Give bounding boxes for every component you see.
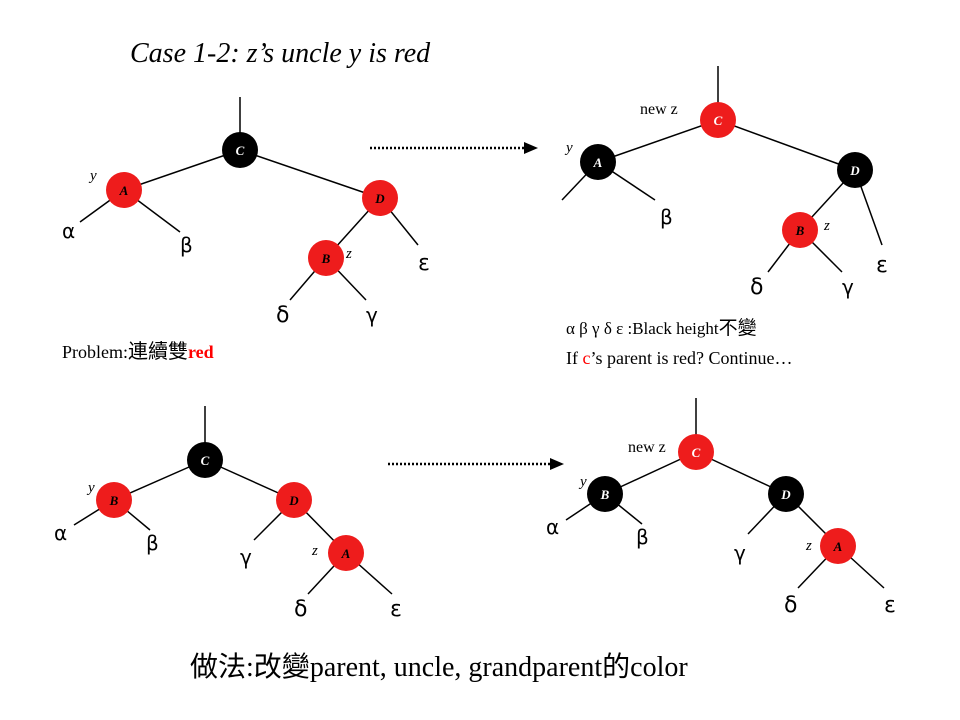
label-y-3: y: [86, 480, 95, 496]
slide-title: Case 1-2: z’s uncle y is red: [130, 38, 431, 69]
label-y-4: y: [578, 474, 587, 490]
continue-c: c: [583, 348, 591, 368]
node-b-red-3: [96, 482, 132, 518]
continue-note: If c’s parent is red? Continue…: [566, 348, 792, 368]
node-a-label-4: A: [833, 539, 843, 554]
note-chinese: 不變: [719, 317, 757, 339]
label-delta-3: δ: [294, 597, 307, 622]
problem-red-word: red: [188, 342, 214, 362]
node-a-red-4: [820, 528, 856, 564]
label-y-2: y: [564, 140, 573, 156]
node-c-label-4: C: [692, 445, 701, 460]
footer-chinese-prefix: 做法: [190, 651, 246, 683]
note-symbols: α β γ δ ε: [566, 319, 623, 338]
label-z-3: z: [311, 543, 318, 559]
node-d-label-4: D: [780, 487, 791, 502]
label-delta: δ: [276, 303, 289, 328]
node-a-black: [580, 144, 616, 180]
node-a-label-3: A: [341, 546, 351, 561]
node-c-black-3: [187, 442, 223, 478]
continue-suffix: ’s parent is red? Continue…: [591, 348, 793, 368]
footer-color-word: color: [630, 652, 688, 683]
label-beta: β: [180, 233, 193, 257]
node-c-black: [222, 132, 258, 168]
label-beta-3: β: [146, 531, 159, 555]
node-c-label-3: C: [201, 453, 210, 468]
node-b-red: [308, 240, 344, 276]
node-c-red-4: [678, 434, 714, 470]
node-b-black-4: [587, 476, 623, 512]
label-beta-2: β: [660, 205, 673, 229]
label-epsilon-3: ε: [390, 597, 402, 622]
label-epsilon: ε: [418, 251, 430, 276]
black-height-note: α β γ δ ε :Black height不變: [566, 317, 757, 339]
arrow-top-head: [524, 142, 538, 154]
label-delta-2: δ: [750, 275, 763, 300]
label-alpha-4: α: [546, 515, 559, 539]
label-y: y: [88, 168, 97, 184]
edge-c-a-2: [597, 119, 719, 163]
edge-c-a: [123, 149, 241, 191]
note-text: :Black height: [623, 319, 719, 338]
node-a-label: A: [119, 183, 129, 198]
label-z-4: z: [805, 538, 812, 554]
problem-prefix: Problem:: [62, 342, 128, 362]
arrow-bottom-head: [550, 458, 564, 470]
node-c-label-2: C: [714, 113, 723, 128]
node-b-label-3: B: [109, 493, 119, 508]
node-b-red-2: [782, 212, 818, 248]
footer-chinese-of: 的: [602, 651, 630, 683]
node-d-label-3: D: [288, 493, 299, 508]
node-a-red: [106, 172, 142, 208]
label-gamma-3: γ: [240, 545, 252, 569]
label-z: z: [345, 246, 352, 262]
footer-text: parent, uncle, grandparent: [310, 652, 603, 683]
label-epsilon-2: ε: [876, 253, 888, 278]
node-b-label: B: [321, 251, 331, 266]
node-a-red-3: [328, 535, 364, 571]
label-alpha: α: [62, 219, 75, 243]
node-d-red-3: [276, 482, 312, 518]
label-new-z: new z: [640, 101, 678, 118]
tree-top-left: C A D B y z α β ε δ γ Problem:連續雙red: [62, 97, 430, 363]
label-gamma-4: γ: [734, 541, 746, 565]
node-c-red: [700, 102, 736, 138]
problem-note: Problem:連續雙red: [62, 340, 214, 363]
edge-c-d: [239, 149, 381, 199]
footer-method: 做法:改變parent, uncle, grandparent的color: [190, 651, 688, 683]
footer-chinese-change: 改變: [254, 651, 310, 683]
label-epsilon-4: ε: [884, 593, 896, 618]
node-d-red: [362, 180, 398, 216]
label-new-z-4: new z: [628, 439, 666, 456]
tree-top-right: C A D B new z y z β ε δ γ α β γ δ ε :Bla…: [561, 66, 888, 368]
tree-bottom-left: C B D A y z α β γ δ ε: [54, 406, 402, 622]
label-beta-4: β: [636, 525, 649, 549]
tree-bottom-right: C B D A new z y z α β γ δ ε: [546, 398, 896, 618]
node-a-label-2: A: [593, 155, 603, 170]
node-d-black-4: [768, 476, 804, 512]
node-d-label-2: D: [849, 163, 860, 178]
label-gamma: γ: [366, 303, 378, 327]
footer-colon: :: [246, 652, 254, 683]
node-d-label: D: [374, 191, 385, 206]
node-b-label-4: B: [600, 487, 610, 502]
node-b-label-2: B: [795, 223, 805, 238]
node-d-black: [837, 152, 873, 188]
label-alpha-3: α: [54, 521, 67, 545]
problem-chinese: 連續雙: [128, 340, 188, 363]
label-z-2: z: [823, 218, 830, 234]
continue-prefix: If: [566, 348, 583, 368]
label-delta-4: δ: [784, 593, 797, 618]
label-gamma-2: γ: [842, 275, 854, 299]
node-c-label: C: [236, 143, 245, 158]
edge-c-d-2: [717, 119, 856, 171]
